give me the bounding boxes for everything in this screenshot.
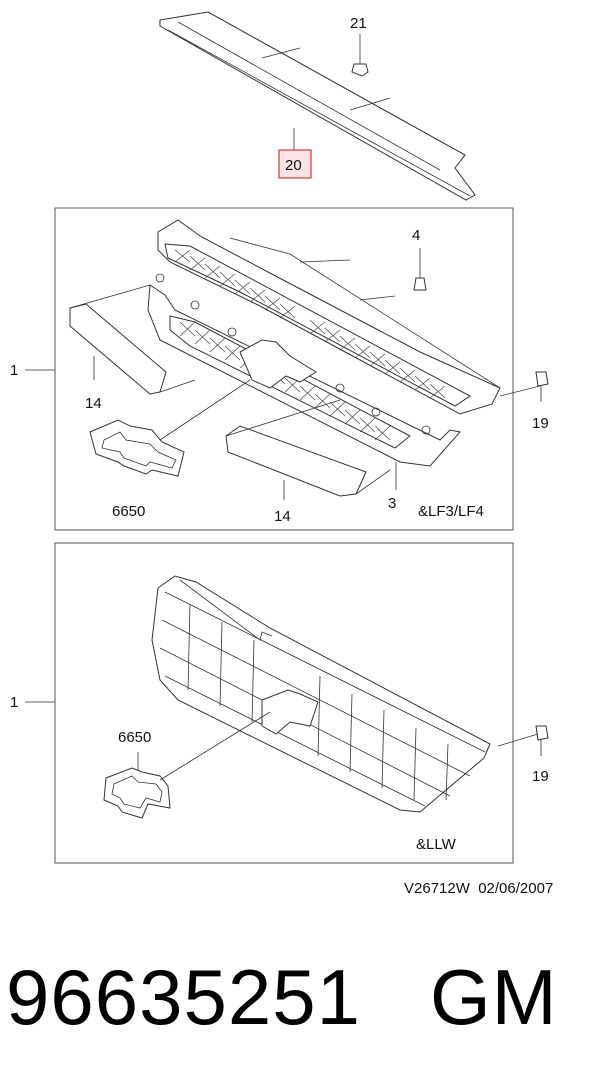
moulding-14-bottom bbox=[225, 399, 391, 500]
callout-4[interactable]: 4 bbox=[412, 227, 420, 244]
callout-19-top[interactable]: 19 bbox=[532, 415, 549, 432]
panel-llw bbox=[54, 542, 514, 864]
bolt-4 bbox=[413, 248, 427, 291]
callout-21[interactable]: 21 bbox=[350, 15, 367, 32]
clip-21 bbox=[351, 34, 369, 77]
emblem-6650-top bbox=[89, 379, 251, 477]
panel-lf3-lf4 bbox=[54, 207, 514, 531]
part-number: 96635251 bbox=[6, 953, 361, 1041]
callout-6650-top[interactable]: 6650 bbox=[112, 503, 145, 520]
screw-19-top bbox=[499, 371, 549, 402]
callout-19-bottom[interactable]: 19 bbox=[532, 768, 549, 785]
callout-20[interactable]: 20 bbox=[285, 157, 302, 174]
callout-14-bottom[interactable]: 14 bbox=[274, 508, 291, 525]
callout-1-bottom[interactable]: 1 bbox=[10, 694, 18, 711]
grille-assembly-mesh bbox=[147, 219, 501, 467]
brand-label: GM bbox=[430, 953, 558, 1041]
variant-label-top: &LF3/LF4 bbox=[418, 503, 484, 520]
callout-1-top[interactable]: 1 bbox=[10, 362, 18, 379]
callout-6650-bottom[interactable]: 6650 bbox=[118, 729, 151, 746]
emblem-6650-bottom bbox=[103, 711, 271, 819]
variant-label-bottom: &LLW bbox=[416, 836, 457, 853]
screw-19-bottom bbox=[497, 725, 549, 756]
drawing-reference: V26712W 02/06/2007 bbox=[404, 880, 553, 897]
grille-assembly-bars bbox=[151, 575, 491, 813]
highlighted-callout-box[interactable] bbox=[278, 149, 312, 179]
callout-3[interactable]: 3 bbox=[388, 495, 396, 512]
callout-14-left[interactable]: 14 bbox=[85, 395, 102, 412]
upper-trim-strip bbox=[159, 11, 476, 201]
moulding-14-left bbox=[69, 284, 196, 395]
